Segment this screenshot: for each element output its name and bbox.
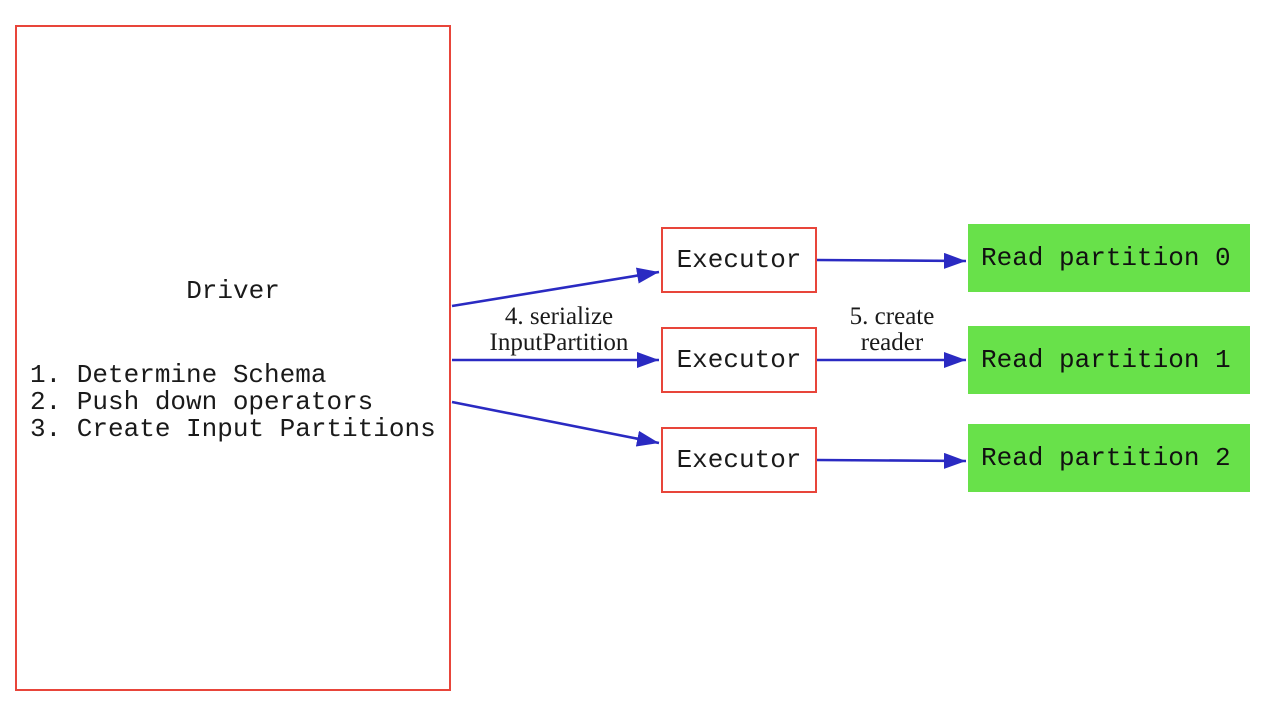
driver-box — [15, 25, 451, 691]
arrow-driver-to-executor-2 — [451, 400, 660, 447]
driver-step-1: 1. Determine Schema — [30, 360, 327, 390]
read-partition-box-1: Read partition 1 — [968, 326, 1250, 394]
edge-label-serialize-input-partition: 4. serialize InputPartition — [489, 303, 629, 356]
executor-box-1: Executor — [661, 327, 817, 393]
driver-title: Driver — [186, 276, 280, 306]
arrow-executor-0-to-partition-0 — [816, 252, 967, 269]
executor-box-0: Executor — [661, 227, 817, 293]
read-partition-box-2: Read partition 2 — [968, 424, 1250, 492]
executor-box-2: Executor — [661, 427, 817, 493]
driver-step-3: 3. Create Input Partitions — [30, 414, 436, 444]
arrow-executor-2-to-partition-2 — [816, 452, 967, 469]
edge-label-create-reader: 5. create reader — [849, 303, 935, 356]
arrow-driver-to-executor-0 — [451, 267, 660, 308]
driver-step-2: 2. Push down operators — [30, 387, 374, 417]
driver-steps-list: 1. Determine Schema 2. Push down operato… — [30, 362, 436, 443]
read-partition-box-0: Read partition 0 — [968, 224, 1250, 292]
